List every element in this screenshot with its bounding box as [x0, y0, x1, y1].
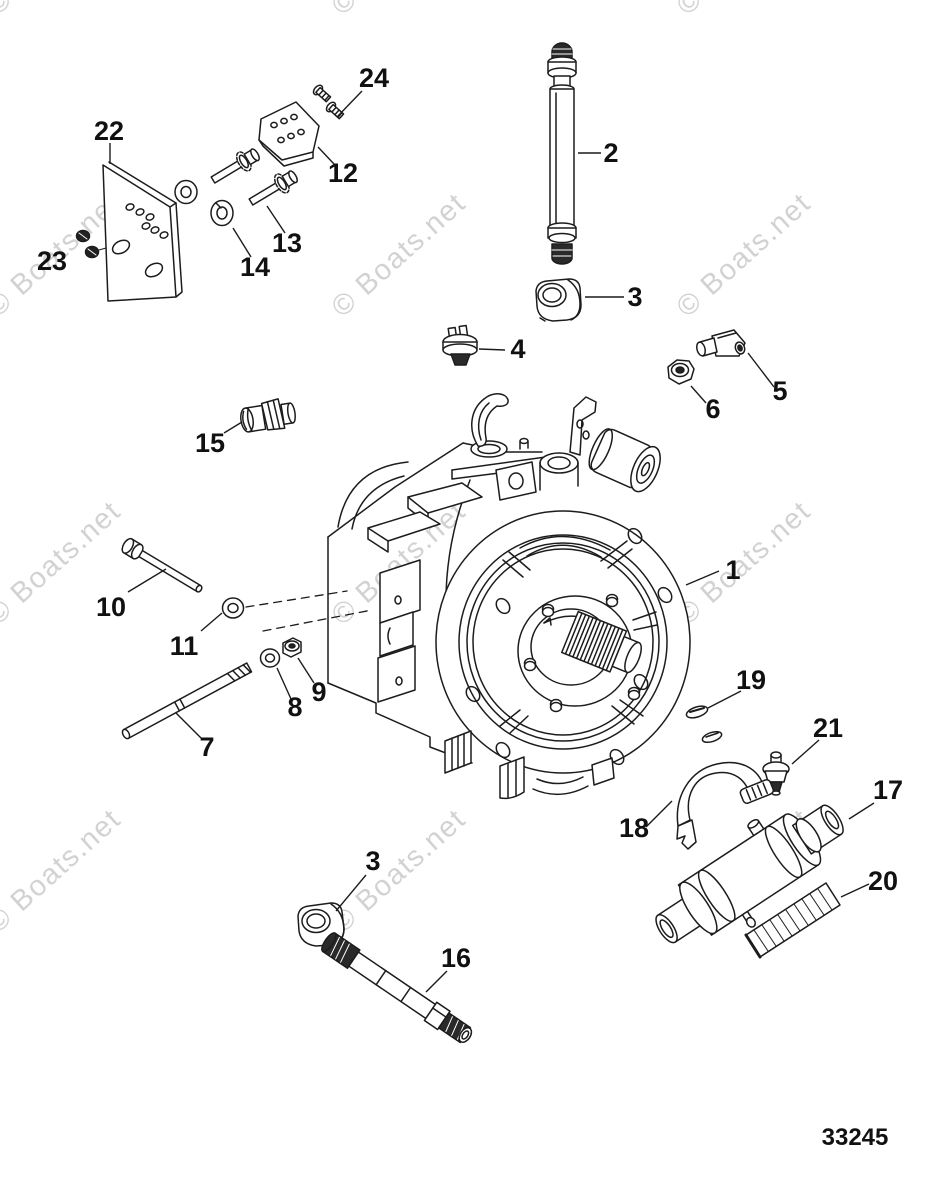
- watermark-text: © Boats.net: [671, 495, 818, 631]
- watermark-text: © Boats.net: [671, 187, 818, 323]
- callout-3b: 3: [365, 846, 380, 876]
- callout-19: 19: [736, 665, 766, 695]
- callout-4: 4: [510, 334, 525, 364]
- callout-14: 14: [240, 252, 270, 282]
- watermark-text: © Boats.net: [0, 803, 127, 939]
- part-10-bolt: [121, 537, 203, 593]
- callout-11: 11: [170, 631, 199, 661]
- callout-10: 10: [96, 592, 126, 622]
- part-23-screws: [75, 229, 107, 259]
- callout-22: 22: [94, 116, 124, 146]
- callout-12: 12: [328, 158, 358, 188]
- part-9-nut: [282, 637, 302, 658]
- part-8-washer: [259, 648, 281, 668]
- watermark-text: © Boats.net: [326, 803, 473, 939]
- callout-24: 24: [359, 63, 389, 93]
- alignment-dashed-lines: [245, 590, 373, 632]
- callout-6: 6: [705, 394, 720, 424]
- leader-lines: [109, 90, 875, 993]
- callout-13: 13: [272, 228, 302, 258]
- part-13-bolts: [210, 148, 298, 206]
- part-16-tube: [321, 932, 473, 1044]
- part-15-plug-fitting: [240, 398, 296, 433]
- part-3-fitting-top: [535, 278, 582, 322]
- callout-1: 1: [725, 555, 740, 585]
- watermark-text: © Boats.net: [671, 0, 818, 22]
- part-7-stud: [121, 662, 253, 740]
- callout-17: 17: [873, 775, 903, 805]
- part-24-screws: [312, 84, 345, 120]
- callout-15: 15: [195, 428, 225, 458]
- part-11-washer: [221, 597, 245, 619]
- part-17-cooler: [655, 804, 844, 944]
- callout-16: 16: [441, 943, 471, 973]
- part-4-sensor: [442, 324, 478, 366]
- callout-3: 3: [627, 282, 642, 312]
- watermark-text: © Boats.net: [326, 0, 473, 22]
- callout-18: 18: [619, 813, 649, 843]
- callout-labels: 1 2 3 3 4 5 6 7 8 9 10 11 12 13 14 15 16…: [37, 63, 903, 973]
- diagram-code: 33245: [822, 1124, 889, 1151]
- part-20-gasket-strip: [744, 882, 841, 959]
- part-14-washers: [174, 179, 234, 227]
- part-19-pins: [685, 705, 723, 744]
- callout-21: 21: [813, 713, 843, 743]
- part-1-transmission-housing: [327, 393, 691, 800]
- part-2-tube: [547, 42, 577, 265]
- watermark-text: © Boats.net: [326, 187, 473, 323]
- part-5-elbow-fitting: [695, 329, 746, 357]
- watermark-text: © Boats.net: [0, 0, 127, 22]
- callout-5: 5: [772, 376, 787, 406]
- callout-2: 2: [603, 138, 618, 168]
- part-12-bracket-plate: [258, 101, 320, 167]
- part-18-clamp: [676, 761, 775, 850]
- callout-23: 23: [37, 246, 67, 276]
- callout-9: 9: [311, 677, 326, 707]
- part-6-nut: [667, 359, 695, 385]
- part-22-plate: [102, 161, 183, 302]
- callout-20: 20: [868, 866, 898, 896]
- part-21-fitting: [762, 751, 790, 796]
- callout-7: 7: [199, 732, 214, 762]
- callout-8: 8: [287, 692, 302, 722]
